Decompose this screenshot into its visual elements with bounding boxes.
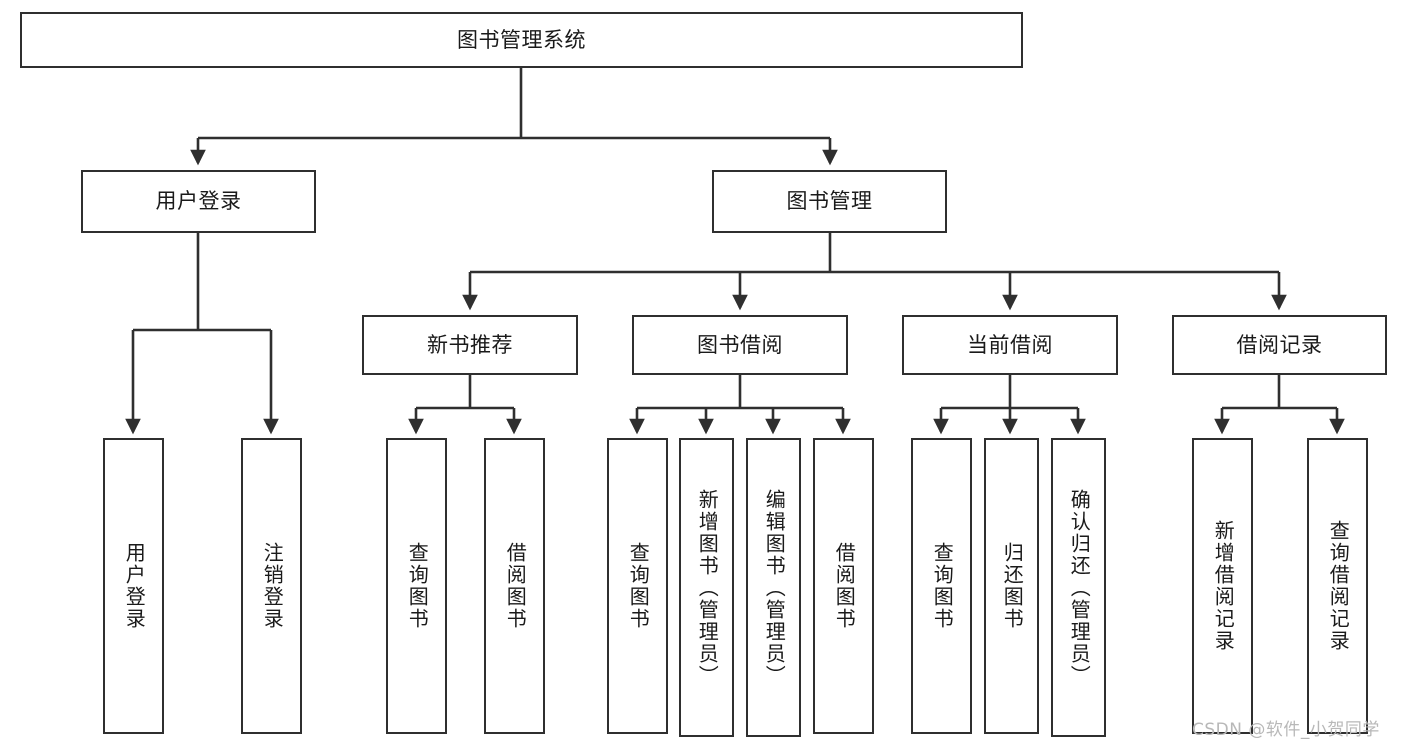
node-leaf-query-book-current[interactable]: 查询图书 [911, 438, 972, 734]
csdn-watermark: CSDN @软件_小贺同学 [1192, 720, 1380, 740]
node-leaf-query-book-recommend[interactable]: 查询图书 [386, 438, 447, 734]
node-label: 图书借阅 [697, 332, 783, 357]
node-current-borrow[interactable]: 当前借阅 [902, 315, 1118, 375]
node-leaf-add-book[interactable]: 新增图书（管理员） [679, 438, 734, 737]
node-label: 查询图书 [405, 542, 430, 630]
node-label: 新增借阅记录 [1211, 520, 1236, 652]
node-root-book-management-system[interactable]: 图书管理系统 [20, 12, 1023, 68]
node-label: 编辑图书（管理员） [762, 488, 787, 687]
node-leaf-borrow-book-borrow[interactable]: 借阅图书 [813, 438, 874, 734]
node-leaf-query-book-borrow[interactable]: 查询图书 [607, 438, 668, 734]
node-leaf-user-login[interactable]: 用户登录 [103, 438, 164, 734]
node-label: 图书管理系统 [457, 27, 586, 52]
node-leaf-confirm-return[interactable]: 确认归还（管理员） [1051, 438, 1106, 737]
node-label: 查询借阅记录 [1326, 520, 1351, 652]
node-leaf-edit-book[interactable]: 编辑图书（管理员） [746, 438, 801, 737]
node-label: 用户登录 [122, 542, 147, 630]
node-label: 新书推荐 [427, 332, 513, 357]
node-leaf-logout-login[interactable]: 注销登录 [241, 438, 302, 734]
node-label: 借阅图书 [503, 542, 528, 630]
node-book-borrow[interactable]: 图书借阅 [632, 315, 848, 375]
node-book-management[interactable]: 图书管理 [712, 170, 947, 233]
node-leaf-borrow-book-recommend[interactable]: 借阅图书 [484, 438, 545, 734]
node-leaf-add-borrow-record[interactable]: 新增借阅记录 [1192, 438, 1253, 734]
node-label: 图书管理 [786, 189, 873, 214]
node-label: 借阅记录 [1236, 332, 1323, 357]
node-label: 用户登录 [155, 189, 242, 214]
node-label: 查询图书 [626, 542, 651, 630]
node-new-book-recommend[interactable]: 新书推荐 [362, 315, 578, 375]
node-user-login[interactable]: 用户登录 [81, 170, 316, 233]
node-label: 借阅图书 [832, 542, 857, 630]
node-label: 确认归还（管理员） [1067, 488, 1092, 687]
node-label: 注销登录 [260, 542, 285, 630]
node-label: 当前借阅 [967, 332, 1053, 357]
node-borrow-record[interactable]: 借阅记录 [1172, 315, 1387, 375]
node-label: 查询图书 [930, 542, 955, 630]
node-label: 归还图书 [1000, 542, 1025, 630]
node-label: 新增图书（管理员） [695, 488, 720, 687]
node-leaf-query-borrow-record[interactable]: 查询借阅记录 [1307, 438, 1368, 734]
node-leaf-return-book[interactable]: 归还图书 [984, 438, 1039, 734]
